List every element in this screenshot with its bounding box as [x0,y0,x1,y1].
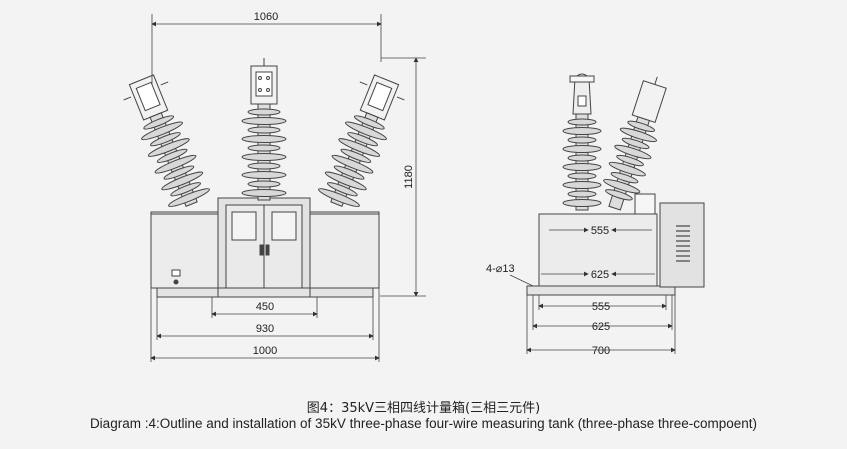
side-tilted-insulator [603,76,667,211]
right-window [271,211,297,241]
nameplate [171,269,181,277]
front-base-frame [156,287,374,298]
dim-label-625: 625 [592,321,610,333]
side-inner-dims [509,227,655,287]
ground-terminal-icon [173,279,179,285]
middle-insulator [241,58,287,201]
dim-top-width [151,14,382,84]
dim-label-625-top: 625 [591,269,609,281]
outline-drawing: 1060 1180 450 930 1000 [123,11,705,362]
side-cabinet [659,202,705,288]
dim-bottom [150,288,380,362]
caption-english: Diagram :4:Outline and installation of 3… [89,416,758,431]
left-window [231,211,257,241]
dim-height [380,57,426,297]
dim-label-450: 450 [256,301,274,313]
right-insulator [318,74,405,207]
side-label-plate [634,193,656,215]
dim-label-height: 1180 [403,165,415,189]
dim-label-555: 555 [592,301,610,313]
side-bottom-dims [526,295,676,354]
dim-label-1000: 1000 [253,345,277,357]
dim-label-555-top: 555 [591,225,609,237]
side-base-frame [526,285,676,296]
side-vertical-insulator [562,73,602,211]
left-insulator [123,74,210,207]
front-view [123,14,426,362]
dim-label-top-width: 1060 [254,11,278,23]
caption-chinese: 图4：35kV三相四线计量箱(三相三元件) [306,401,541,416]
dim-label-hole: 4-⌀13 [486,263,515,275]
side-view [509,73,705,354]
dim-label-930: 930 [256,323,274,335]
dim-label-700: 700 [592,345,610,357]
door-handle-icon [259,244,264,256]
